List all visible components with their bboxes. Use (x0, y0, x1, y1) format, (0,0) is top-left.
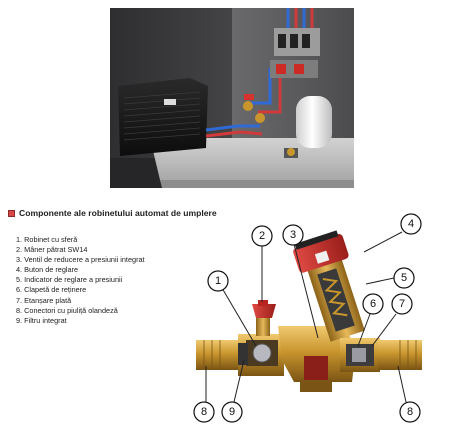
callout-7: 7 (391, 293, 413, 315)
component-item: 3. Ventil de reducere a presiunii integr… (16, 255, 145, 265)
component-item: 6. Clapetă de reținere (16, 285, 87, 295)
callout-4: 4 (400, 213, 422, 235)
installation-scene-illustration (110, 8, 354, 188)
component-item: 5. Indicator de reglare a presiunii (16, 275, 123, 285)
component-item: 1. Robinet cu sferă (16, 235, 78, 244)
callout-9: 9 (221, 401, 243, 423)
callout-8-right: 8 (399, 401, 421, 423)
components-heading-text: Componente ale robinetului automat de um… (19, 208, 217, 218)
callout-1: 1 (207, 270, 229, 292)
component-item: 2. Mâner pătrat SW14 (16, 245, 88, 255)
callout-8-left: 8 (193, 401, 215, 423)
components-list: 1. Robinet cu sferă 2. Mâner pătrat SW14… (16, 235, 145, 326)
callout-3-label: 3 (290, 229, 296, 241)
callout-5-label: 5 (401, 272, 407, 284)
callout-1-label: 1 (215, 275, 221, 287)
callout-2: 2 (251, 225, 273, 247)
component-item: 7. Etanșare plată (16, 295, 72, 305)
callout-8-left-label: 8 (201, 406, 207, 418)
callout-4-label: 4 (408, 218, 414, 230)
component-item: 4. Buton de reglare (16, 265, 79, 275)
callout-8-right-label: 8 (407, 406, 413, 418)
callout-5: 5 (393, 267, 415, 289)
callout-6-label: 6 (370, 298, 376, 310)
list-bullet-icon (8, 209, 15, 217)
callout-9-label: 9 (229, 406, 235, 418)
callout-6: 6 (362, 293, 384, 315)
component-item: 8. Conectori cu piuliță olandeză (16, 305, 118, 315)
components-heading: Componente ale robinetului automat de um… (8, 208, 217, 218)
callout-3: 3 (282, 224, 304, 246)
callout-2-label: 2 (259, 230, 265, 242)
component-item: 9. Filtru integrat (16, 315, 67, 325)
callout-7-label: 7 (399, 298, 405, 310)
